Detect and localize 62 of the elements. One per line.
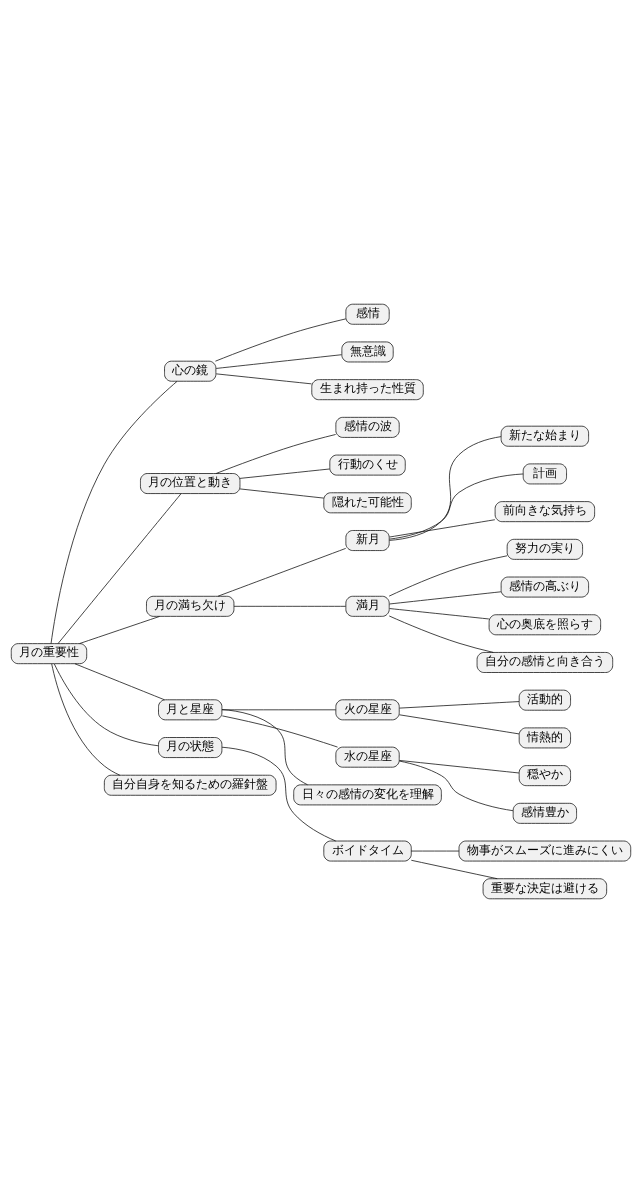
connector	[79, 616, 160, 644]
node-box: 感情豊か	[512, 802, 577, 824]
node-box: 月の満ち欠け	[146, 595, 235, 617]
node-box: 満月	[345, 595, 390, 617]
connector	[388, 436, 502, 541]
connector	[50, 380, 178, 644]
connector	[217, 548, 347, 597]
node-box: 水の星座	[335, 746, 400, 768]
node-box: 心の奥底を照らす	[488, 614, 602, 636]
node-box: 感情	[345, 303, 390, 325]
connector	[221, 709, 308, 786]
connector	[233, 605, 347, 607]
node-box: 行動のくせ	[329, 454, 406, 476]
connector	[57, 493, 182, 644]
node-box: 生まれ持った性質	[311, 379, 424, 401]
node-box: 計画	[522, 463, 567, 485]
node-box: 穏やか	[518, 765, 571, 787]
node-box: ボイドタイム	[323, 840, 412, 862]
connector	[398, 701, 520, 709]
node-box: 自分自身を知るための羅針盤	[103, 774, 277, 796]
connector	[398, 760, 514, 812]
node-box: 努力の実り	[506, 538, 583, 560]
connector	[215, 354, 342, 369]
node-box: 無意識	[341, 341, 394, 363]
node-box: 隠れた可能性	[323, 492, 412, 514]
connector	[388, 615, 494, 653]
connector	[389, 608, 490, 620]
connector	[221, 746, 337, 842]
connector	[239, 488, 325, 499]
node-box: 月の重要性	[10, 643, 88, 665]
node-box: 月の位置と動き	[140, 473, 241, 494]
node-box: 感情の高ぶり	[500, 576, 589, 598]
node-box: 新月	[345, 530, 390, 551]
connector	[74, 663, 165, 701]
connector	[398, 760, 520, 774]
connector	[215, 318, 347, 362]
node-box: 日々の感情の変化を理解	[293, 784, 442, 806]
connector	[215, 434, 337, 474]
node-box: 感情の波	[335, 416, 400, 438]
connector	[388, 555, 508, 597]
connector	[53, 663, 159, 747]
connector	[239, 468, 331, 479]
node-box: 活動的	[518, 689, 571, 711]
node-box: 物事がスムーズに進みにくい	[458, 840, 632, 862]
node-box: 心の鏡	[164, 360, 217, 382]
connector	[410, 859, 498, 880]
node-box: 月の状態	[158, 737, 223, 758]
connector	[398, 714, 520, 735]
node-box: 重要な決定は避ける	[482, 878, 608, 900]
connector	[221, 715, 338, 748]
connector	[389, 519, 496, 538]
node-box: 前向きな気持ち	[494, 501, 595, 523]
node-box: 情熱的	[518, 727, 571, 749]
connector	[51, 663, 121, 776]
node-box: 新たな始まり	[500, 425, 589, 447]
node-box: 月と星座	[158, 699, 223, 721]
connector	[389, 591, 502, 605]
connector	[410, 850, 460, 852]
connector	[388, 473, 524, 540]
node-box: 火の星座	[335, 699, 400, 721]
node-box: 自分の感情と向き合う	[476, 652, 614, 673]
connector	[215, 373, 312, 385]
